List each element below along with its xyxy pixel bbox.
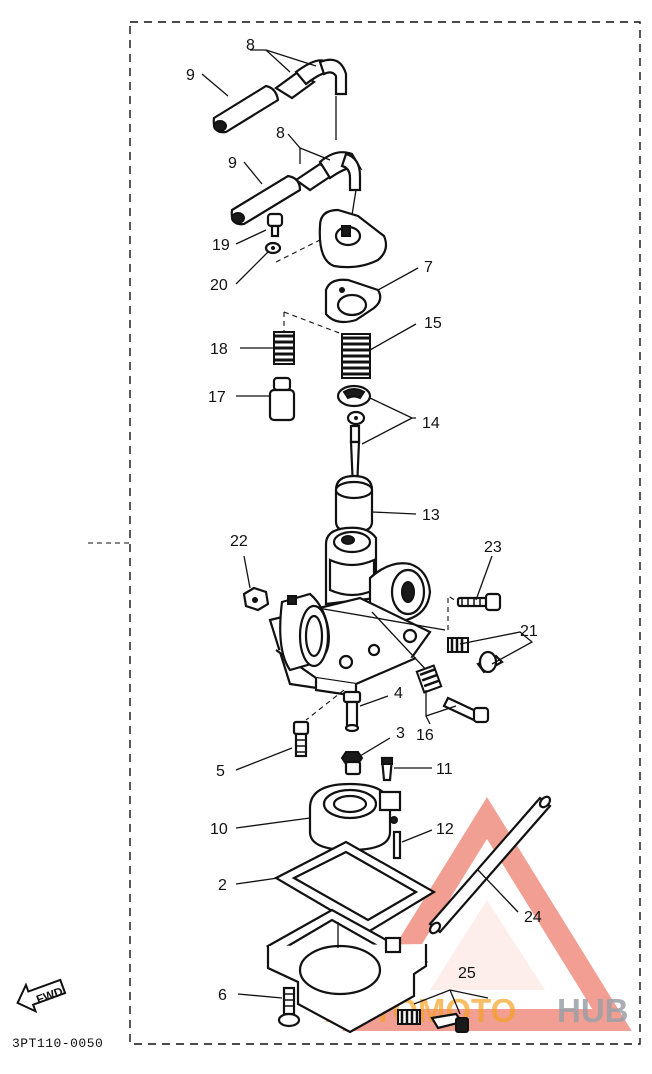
- part-top-cap: [275, 208, 388, 269]
- callout-17: 17: [208, 389, 226, 406]
- diagram-frame: [129, 21, 641, 1045]
- callout-14: 14: [422, 415, 440, 432]
- callout-3: 3: [396, 725, 405, 742]
- part-3-main-jet: [340, 751, 364, 776]
- part-4-jet-holder: [342, 690, 362, 733]
- part-10-float: [308, 782, 402, 852]
- part-11-pilot-jet: [380, 756, 394, 782]
- fwd-arrow-icon: [16, 978, 67, 1014]
- part-12-pin: [392, 830, 402, 860]
- callout-21: 21: [520, 623, 538, 640]
- callout-20: 20: [210, 277, 228, 294]
- part-16-screw: [442, 696, 490, 724]
- callout-16: 16: [416, 727, 434, 744]
- part-21-screw: [476, 650, 504, 674]
- watermark-triangle-inner: [430, 900, 545, 990]
- part-7-gasket: [324, 278, 382, 324]
- callout-numbers: 8 9 8 9 19 20 7 15 18 17 14 13 22 23 21 …: [186, 37, 542, 1004]
- part-23-screw: [456, 592, 502, 612]
- part-6-screw: [277, 986, 301, 1028]
- callout-10: 10: [210, 821, 228, 838]
- part-18-spring: [273, 331, 295, 365]
- callout-2: 2: [218, 877, 227, 894]
- callout-5: 5: [216, 763, 225, 780]
- part-15-spring: [341, 333, 371, 379]
- carburetor-body: [268, 526, 446, 698]
- part-2-gasket: [273, 840, 437, 934]
- part-8-upper-hose: [274, 58, 348, 140]
- part-13-throttle-valve: [334, 474, 374, 534]
- part-16-spring: [415, 664, 443, 694]
- watermark-text-part2: HUB: [557, 992, 629, 1029]
- part-14-clip: [336, 384, 372, 426]
- watermark-triangle: [342, 797, 632, 1031]
- part-22-nut: [242, 586, 270, 612]
- reference-code: 3PT110-0050: [12, 1036, 104, 1051]
- part-5-screw: [292, 720, 310, 758]
- callout-8-upper: 8: [246, 37, 255, 54]
- part-17-screw: [268, 376, 296, 422]
- part-9-upper-cap: [212, 84, 280, 134]
- callout-12: 12: [436, 821, 454, 838]
- part-25-drain-screw: [397, 1009, 469, 1033]
- watermark-logo: [342, 797, 632, 1031]
- part-19-screw: [266, 212, 284, 238]
- callout-18: 18: [210, 341, 228, 358]
- callout-15: 15: [424, 315, 442, 332]
- part-9-lower-cap: [230, 174, 302, 226]
- callout-22: 22: [230, 533, 248, 550]
- callout-11: 11: [436, 761, 453, 778]
- callout-4: 4: [394, 685, 403, 702]
- part-21-spring: [447, 637, 469, 653]
- callout-8-lower: 8: [276, 125, 285, 142]
- part-float-bowl: [265, 908, 429, 1034]
- callout-19: 19: [212, 237, 230, 254]
- callout-25: 25: [458, 965, 476, 982]
- callout-6: 6: [218, 987, 227, 1004]
- callout-7: 7: [424, 259, 433, 276]
- part-8-lower-hose: [294, 151, 363, 216]
- callout-9-lower: 9: [228, 155, 237, 172]
- callout-9-upper: 9: [186, 67, 195, 84]
- callout-24: 24: [524, 909, 542, 926]
- leader-lines: [201, 49, 534, 1015]
- callout-23: 23: [484, 539, 502, 556]
- part-20-washer: [264, 241, 282, 255]
- callout-13: 13: [422, 507, 440, 524]
- part-24-drain-tube: [428, 795, 552, 935]
